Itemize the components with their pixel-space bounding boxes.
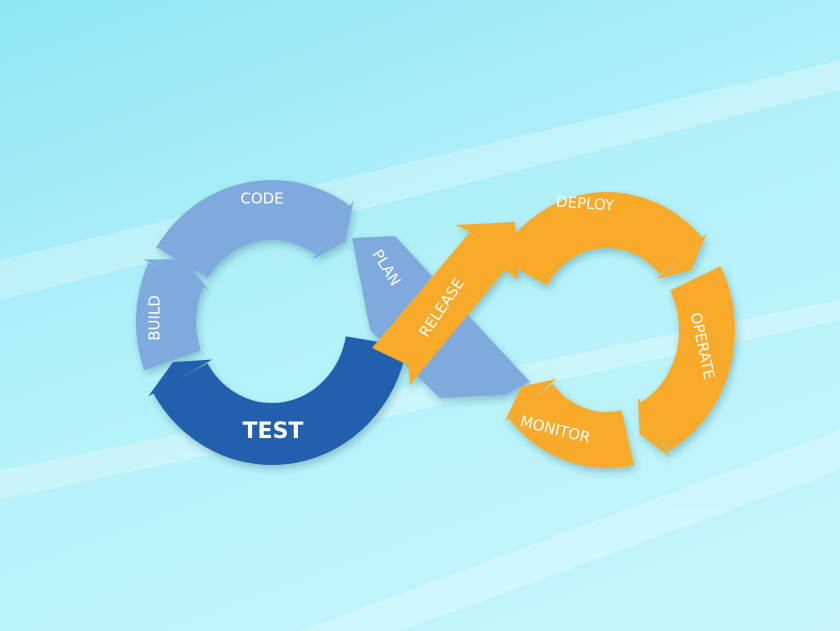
build-segment bbox=[136, 262, 204, 371]
deploy-segment bbox=[497, 192, 703, 287]
operate-segment bbox=[638, 266, 735, 452]
test-segment-arrowhead bbox=[148, 359, 213, 397]
code-segment-arrowhead bbox=[312, 200, 354, 260]
code-segment bbox=[156, 180, 351, 279]
stage-code: CODE bbox=[240, 190, 283, 208]
stage-build: BUILD bbox=[146, 295, 164, 341]
monitor-segment bbox=[508, 382, 635, 468]
build-segment-arrowhead bbox=[143, 259, 209, 290]
stage-deploy: DEPLOY bbox=[555, 192, 615, 214]
stage-test: TEST bbox=[243, 419, 304, 444]
test-segment bbox=[153, 335, 407, 465]
monitor-segment-arrowhead bbox=[504, 378, 557, 423]
release-segment bbox=[372, 222, 518, 385]
operate-segment-arrowhead bbox=[637, 397, 670, 458]
deploy-segment-arrowhead bbox=[656, 233, 707, 280]
